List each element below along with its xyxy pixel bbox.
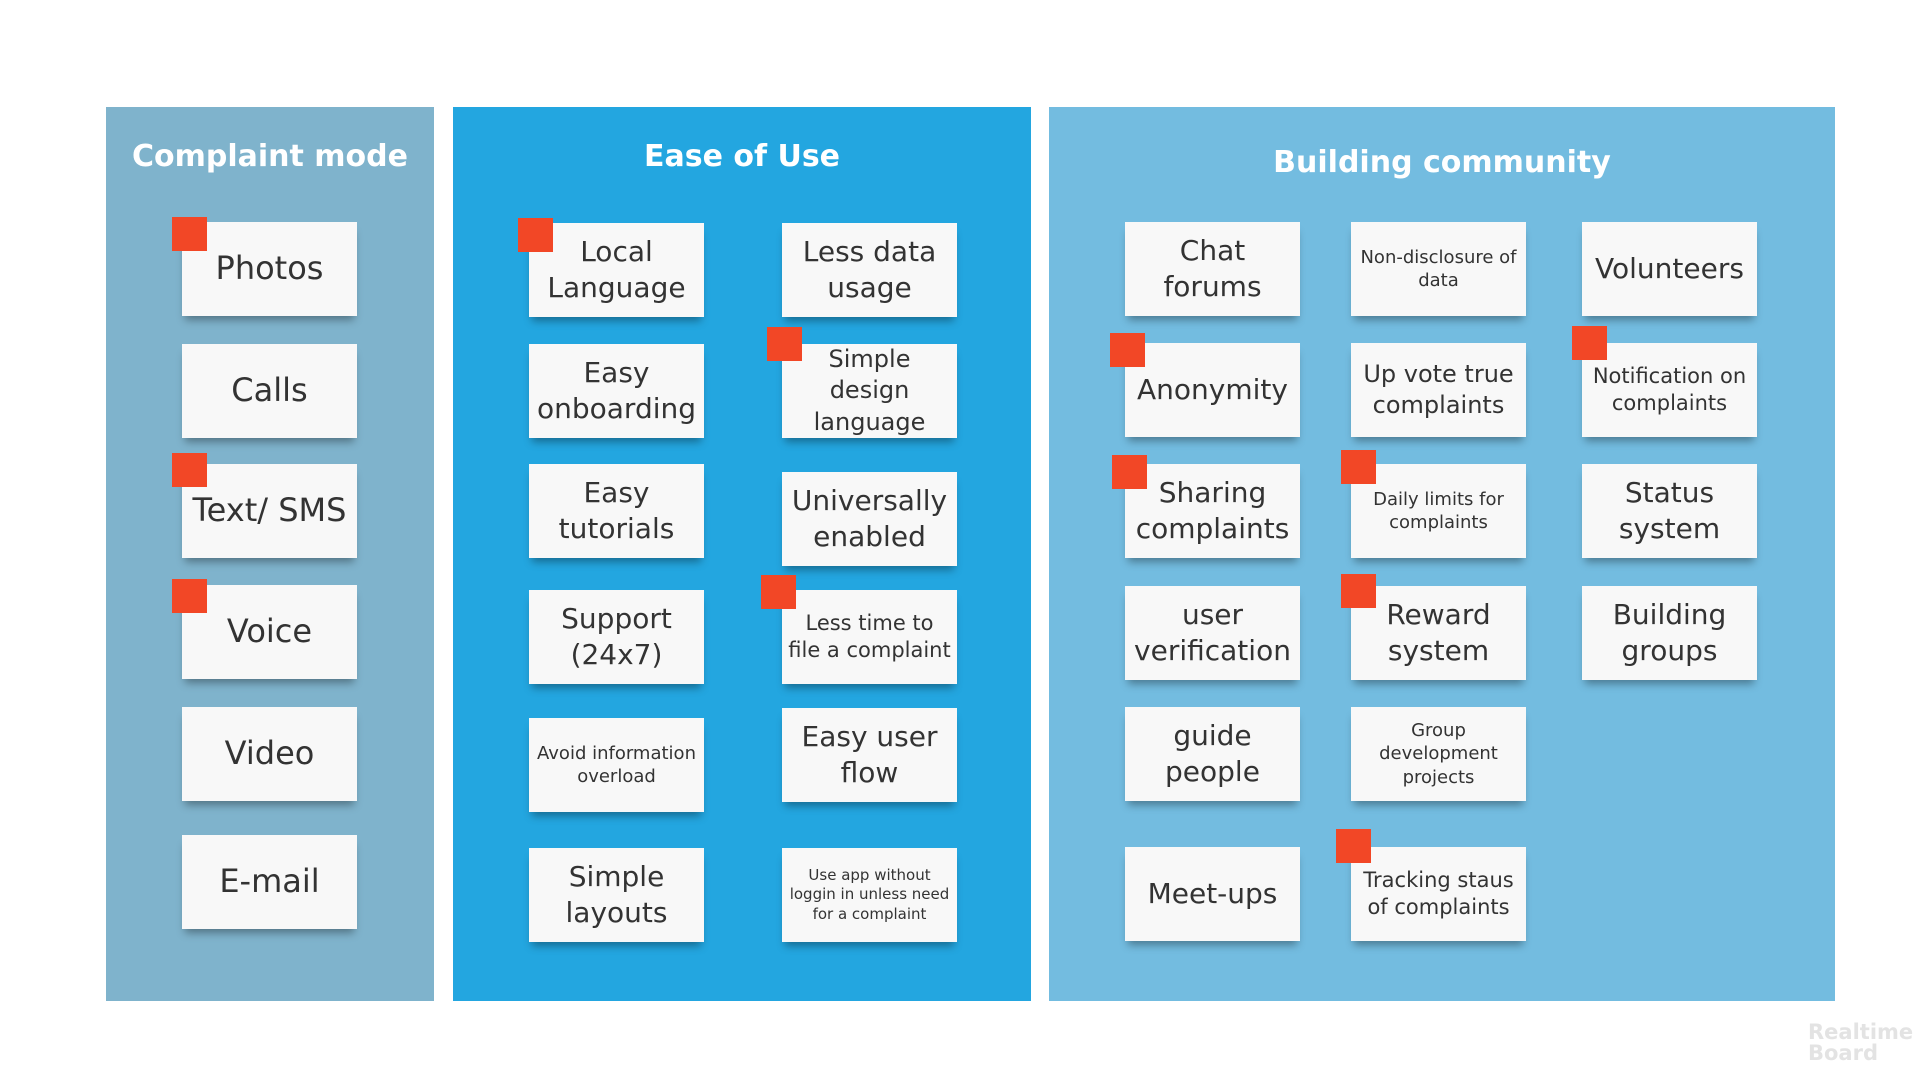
red-flag-icon xyxy=(1341,574,1376,608)
sticky-note[interactable]: Reward system xyxy=(1351,586,1526,680)
sticky-note[interactable]: Notification on complaints xyxy=(1582,343,1757,437)
sticky-note[interactable]: Sharing complaints xyxy=(1125,464,1300,558)
sticky-note[interactable]: Less time to file a complaint xyxy=(782,590,957,684)
sticky-note[interactable]: Universally enabled xyxy=(782,472,957,566)
sticky-note[interactable]: Simple layouts xyxy=(529,848,704,942)
sticky-note[interactable]: Use app without loggin in unless need fo… xyxy=(782,848,957,942)
sticky-note[interactable]: Calls xyxy=(182,344,357,438)
column-building-community: Building community Chat forums Non-discl… xyxy=(1049,107,1835,1001)
sticky-note[interactable]: Easy tutorials xyxy=(529,464,704,558)
sticky-note[interactable]: Chat forums xyxy=(1125,222,1300,316)
sticky-note[interactable]: Tracking staus of complaints xyxy=(1351,847,1526,941)
sticky-note[interactable]: Video xyxy=(182,707,357,801)
sticky-note[interactable]: Building groups xyxy=(1582,586,1757,680)
red-flag-icon xyxy=(172,579,207,613)
column-complaint-mode: Complaint mode Photos Calls Text/ SMS Vo… xyxy=(106,107,434,1001)
sticky-note[interactable]: Anonymity xyxy=(1125,343,1300,437)
red-flag-icon xyxy=(1112,455,1147,489)
sticky-note[interactable]: E-mail xyxy=(182,835,357,929)
red-flag-icon xyxy=(1341,450,1376,484)
red-flag-icon xyxy=(1336,829,1371,863)
sticky-note[interactable]: Non-disclosure of data xyxy=(1351,222,1526,316)
red-flag-icon xyxy=(767,327,802,361)
sticky-note[interactable]: Daily limits for complaints xyxy=(1351,464,1526,558)
sticky-note[interactable]: Avoid information overload xyxy=(529,718,704,812)
sticky-note[interactable]: Meet-ups xyxy=(1125,847,1300,941)
sticky-note[interactable]: Volunteers xyxy=(1582,222,1757,316)
red-flag-icon xyxy=(172,453,207,487)
red-flag-icon xyxy=(172,217,207,251)
realtimeboard-logo: Realtime Board xyxy=(1808,1022,1913,1063)
sticky-note[interactable]: Local Language xyxy=(529,223,704,317)
sticky-note[interactable]: Less data usage xyxy=(782,223,957,317)
sticky-note[interactable]: Support (24x7) xyxy=(529,590,704,684)
sticky-note[interactable]: Group development projects xyxy=(1351,707,1526,801)
red-flag-icon xyxy=(1110,333,1145,367)
column-ease-of-use: Ease of Use Local Language Less data usa… xyxy=(453,107,1031,1001)
logo-line-2: Board xyxy=(1808,1040,1878,1065)
column-title: Ease of Use xyxy=(643,139,841,174)
sticky-note[interactable]: Up vote true complaints xyxy=(1351,343,1526,437)
red-flag-icon xyxy=(761,575,796,609)
sticky-note[interactable]: Photos xyxy=(182,222,357,316)
sticky-note[interactable]: Simple design language xyxy=(782,344,957,438)
sticky-note[interactable]: user verification xyxy=(1125,586,1300,680)
red-flag-icon xyxy=(1572,326,1607,360)
column-title: Building community xyxy=(1273,145,1611,180)
logo-line-1: Realtime xyxy=(1808,1020,1914,1044)
sticky-note[interactable]: Easy user flow xyxy=(782,708,957,802)
sticky-note[interactable]: Voice xyxy=(182,585,357,679)
sticky-note[interactable]: guide people xyxy=(1125,707,1300,801)
sticky-note[interactable]: Easy onboarding xyxy=(529,344,704,438)
red-flag-icon xyxy=(518,218,553,252)
column-title: Complaint mode xyxy=(131,139,408,174)
sticky-note[interactable]: Text/ SMS xyxy=(182,464,357,558)
sticky-note[interactable]: Status system xyxy=(1582,464,1757,558)
